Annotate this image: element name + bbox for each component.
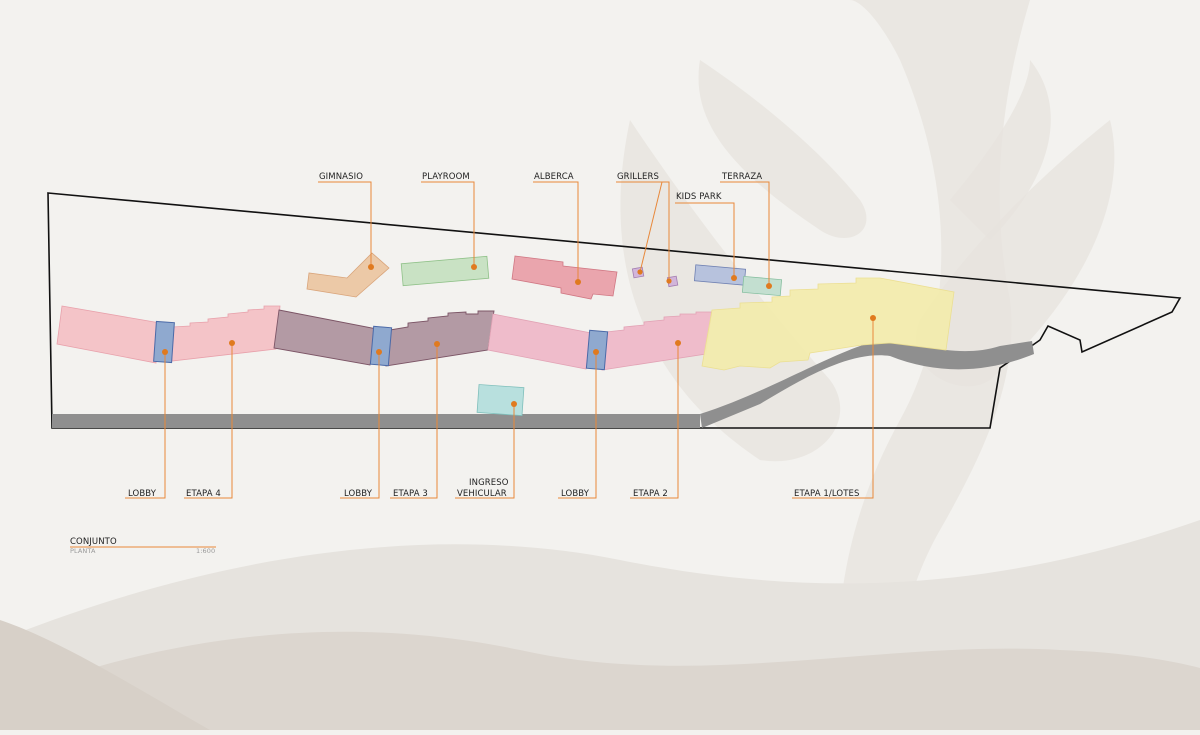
bottom-leaders: [125, 318, 874, 499]
bg-plant-leaf-3: [698, 60, 867, 239]
ingreso-vehicular-block: [476, 384, 525, 416]
lobby-2-block: [369, 325, 393, 367]
etapa-3-east-block: [385, 310, 495, 367]
lobby-3-dot: [593, 349, 599, 355]
alberca-dot: [575, 279, 581, 285]
etapa-2-dot: [675, 340, 681, 346]
top-labels: GIMNASIO PLAYROOM ALBERCA GRILLERS KIDS …: [319, 172, 762, 202]
playroom-block: [400, 255, 490, 287]
lobby-2-label: LOBBY: [344, 489, 373, 499]
lobby-2-leader: [340, 352, 380, 499]
lobby-1-dot: [162, 349, 168, 355]
plan-scale: 1:600: [196, 547, 215, 555]
gimnasio-dot: [368, 264, 374, 270]
bg-plant-leaf-2: [916, 120, 1115, 387]
lobby-1-label: LOBBY: [128, 489, 157, 499]
etapa-4-building: [56, 305, 281, 364]
etapa-3-leader: [390, 344, 438, 499]
terraza-leader: [720, 181, 770, 286]
etapa-4-east-block: [171, 305, 281, 362]
kids-park-label: KIDS PARK: [676, 192, 722, 202]
etapa-3-building: [273, 309, 495, 367]
plan-title-block: CONJUNTO PLANTA 1:600: [70, 537, 216, 555]
griller-2-dot: [666, 278, 672, 284]
lobby-2-dot: [376, 349, 382, 355]
ingreso-label-line1: INGRESO: [469, 478, 509, 488]
etapa-1-label: ETAPA 1/LOTES: [794, 489, 859, 499]
lobby-3-leader: [558, 352, 597, 499]
etapa-1-lotes-block: [701, 277, 955, 371]
ingreso-label-line2: VEHICULAR: [457, 489, 507, 499]
gimnasio-block: [306, 252, 390, 298]
playroom-label: PLAYROOM: [422, 172, 470, 182]
ingreso-leader: [455, 404, 515, 499]
top-leaders: [318, 181, 770, 286]
bg-hill-left: [0, 620, 210, 730]
playroom-dot: [471, 264, 477, 270]
alberca-leader: [533, 181, 579, 282]
gimnasio-label: GIMNASIO: [319, 172, 363, 182]
plan-subtitle: PLANTA: [70, 547, 96, 555]
bg-plant-leaf-4: [950, 60, 1051, 240]
playroom-leader: [421, 181, 475, 267]
etapa-2-label: ETAPA 2: [633, 489, 668, 499]
etapa-2-leader: [630, 343, 679, 499]
grillers-label: GRILLERS: [617, 172, 659, 182]
etapa-1-dot: [870, 315, 876, 321]
plan-title: CONJUNTO: [70, 537, 117, 547]
etapa-4-label: ETAPA 4: [186, 489, 221, 499]
etapa-1-leader: [792, 318, 874, 499]
etapa-3-label: ETAPA 3: [393, 489, 428, 499]
lobby-3-label: LOBBY: [561, 489, 590, 499]
road: [52, 341, 1034, 428]
lobby-1-leader: [125, 352, 166, 499]
etapa-4-dot: [229, 340, 235, 346]
alberca-block: [511, 255, 618, 300]
etapa-3-dot: [434, 341, 440, 347]
bg-plant-leaf-1: [620, 120, 841, 462]
grillers-leader: [616, 181, 670, 281]
kids-park-leader: [675, 202, 735, 278]
etapa-4-leader: [184, 343, 233, 499]
gimnasio-leader: [318, 181, 372, 267]
etapa-4-west-block: [56, 305, 161, 364]
leader-dots: [162, 264, 876, 407]
etapa-2-west-block: [487, 313, 592, 370]
etapa-3-west-block: [273, 309, 378, 366]
kids-park-dot: [731, 275, 737, 281]
lobby-1-block: [153, 320, 175, 364]
bottom-labels: LOBBY ETAPA 4 LOBBY ETAPA 3 INGRESO VEHI…: [128, 478, 859, 499]
road-curve: [700, 341, 1034, 428]
griller-1-dot: [637, 269, 643, 275]
terraza-label: TERRAZA: [721, 172, 762, 182]
road-straight: [52, 414, 700, 428]
terraza-dot: [766, 283, 772, 289]
bg-hill-mid: [0, 631, 1200, 730]
alberca-label: ALBERCA: [534, 172, 574, 182]
ingreso-dot: [511, 401, 517, 407]
terraza-block: [741, 275, 783, 297]
grillers-leader-2: [639, 181, 663, 273]
